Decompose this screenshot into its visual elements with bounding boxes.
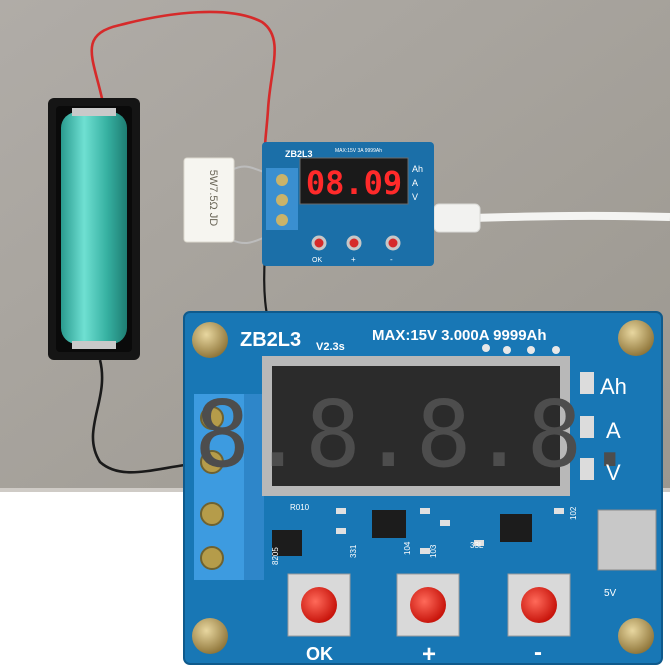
large-module: ZB2L3 V2.3s MAX:15V 3.000A 9999Ah 8.8.8.…: [183, 311, 663, 668]
micro-usb-port: [597, 509, 657, 571]
indicator-a-label: A: [606, 418, 621, 443]
large-module-model: ZB2L3: [240, 329, 301, 351]
battery-holder: [48, 98, 140, 360]
small-module: ZB2L3 MAX:15V 3A 9999Ah 08.09 Ah A V OK …: [262, 142, 434, 266]
small-module-spec: MAX:15V 3A 9999Ah: [335, 148, 382, 154]
label-8205: 8205: [271, 547, 280, 565]
small-module-model: ZB2L3: [285, 149, 313, 159]
screw-top-left: [192, 322, 228, 358]
usb-plug: [433, 203, 481, 233]
black-wire: [91, 359, 186, 474]
usb-cable: [469, 211, 670, 222]
small-btn-plus-label: +: [351, 255, 356, 264]
large-module-spec: MAX:15V 3.000A 9999Ah: [372, 327, 547, 344]
ok-button-label: OK: [306, 644, 333, 664]
large-display: [272, 366, 560, 486]
label-104: 104: [403, 541, 412, 555]
label-331: 331: [349, 544, 358, 558]
indicator-v-label: V: [606, 460, 621, 485]
resistor-marking: 5W7.5Ω JD: [207, 170, 219, 227]
plus-button-label: +: [422, 641, 436, 668]
label-33l: 33L: [470, 541, 484, 550]
indicator-ah-label: Ah: [600, 374, 627, 399]
small-indicator-v: V: [412, 192, 418, 202]
label-103: 103: [429, 544, 438, 558]
screw-bottom-right: [618, 618, 654, 654]
small-btn-ok-label: OK: [312, 257, 322, 264]
usb-5v-label: 5V: [604, 588, 617, 599]
lithium-cell: [61, 112, 127, 344]
small-btn-minus-label: -: [390, 255, 393, 264]
large-display-digits: 8.8.8.8.: [194, 381, 637, 488]
screw-top-right: [618, 320, 654, 356]
large-module-version: V2.3s: [316, 341, 345, 353]
screw-bottom-left: [192, 618, 228, 654]
ok-button[interactable]: [287, 573, 351, 637]
minus-button[interactable]: [507, 573, 571, 637]
label-r010: R010: [290, 503, 310, 512]
label-102: 102: [569, 506, 578, 520]
small-indicator-ah: Ah: [412, 164, 423, 174]
plus-button[interactable]: [396, 573, 460, 637]
red-wire: [90, 10, 276, 166]
small-indicator-a: A: [412, 178, 418, 188]
small-module-display: 08.09: [306, 164, 402, 202]
minus-button-label: -: [534, 639, 542, 666]
